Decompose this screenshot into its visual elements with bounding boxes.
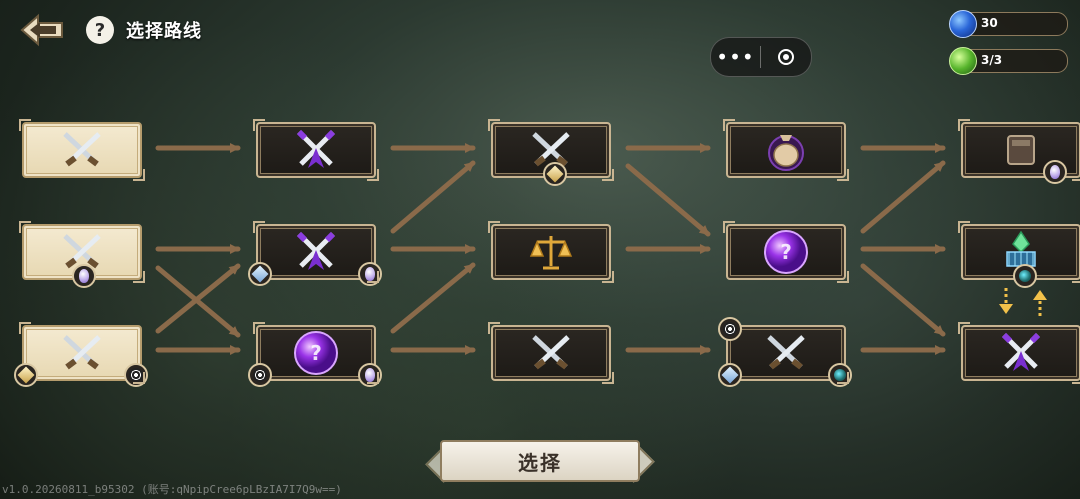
capsule-divider xyxy=(760,46,761,68)
money-bag-icon xyxy=(768,135,804,171)
route-node-c3r1[interactable]: ? xyxy=(723,221,849,283)
blue-gem-icon xyxy=(949,10,977,38)
target-icon xyxy=(124,363,148,387)
purple-swords-icon xyxy=(296,231,336,270)
mystery-orb-icon: ? xyxy=(764,230,808,274)
crossed-swords-icon xyxy=(63,132,101,167)
gem-count: 30 xyxy=(981,16,998,30)
stamina-count: 3/3 xyxy=(981,53,1003,67)
route-node-c3r2[interactable] xyxy=(718,317,852,387)
close-button[interactable] xyxy=(761,49,810,65)
route-node-c3r0[interactable] xyxy=(723,119,849,181)
route-node-c1r1[interactable] xyxy=(248,221,382,286)
page-title: 选择路线 xyxy=(126,21,202,42)
route-node-c2r2[interactable] xyxy=(488,322,614,384)
mini-program-capsule: ••• xyxy=(710,37,812,77)
route-node-c2r1[interactable] xyxy=(488,221,614,283)
egg-icon xyxy=(358,363,382,387)
globe-icon xyxy=(1013,264,1037,288)
egg-icon xyxy=(358,262,382,286)
route-node-c1r0[interactable] xyxy=(253,119,379,181)
select-button[interactable]: 选择 xyxy=(440,440,640,482)
scales-icon xyxy=(529,236,573,270)
crossed-swords-icon xyxy=(532,132,570,167)
target-icon xyxy=(248,363,272,387)
gem-counter: 30 xyxy=(949,10,1068,38)
egg-icon xyxy=(72,264,96,288)
purple-swords-icon xyxy=(1001,332,1041,371)
egg-icon xyxy=(1043,160,1067,184)
crystal-icon xyxy=(718,363,742,387)
globe-icon xyxy=(828,363,852,387)
gold-crystal-icon xyxy=(14,363,38,387)
help-button[interactable]: ? xyxy=(86,16,114,44)
purple-swords-icon xyxy=(296,129,336,168)
version-text: v1.0.20260811_b95302 (账号:qNpipCree6pLBzI… xyxy=(2,483,342,496)
more-button[interactable]: ••• xyxy=(716,45,755,69)
route-node-c1r2[interactable]: ? xyxy=(248,322,382,387)
crossed-swords-icon xyxy=(63,234,101,269)
crystal-icon xyxy=(248,262,272,286)
treasure-chest-icon xyxy=(1007,135,1035,165)
stamina-counter: 3/3 xyxy=(949,47,1068,75)
route-node-c4r2[interactable] xyxy=(958,322,1080,384)
route-node-c2r0[interactable] xyxy=(488,119,614,186)
svg-text:?: ? xyxy=(780,240,792,264)
crossed-swords-icon xyxy=(532,335,570,370)
back-arrow-icon[interactable] xyxy=(18,12,66,48)
route-node-c0r1[interactable] xyxy=(19,221,145,288)
svg-text:?: ? xyxy=(310,341,322,365)
mystery-orb-icon: ? xyxy=(294,331,338,375)
crossed-swords-icon xyxy=(767,335,805,370)
close-icon xyxy=(777,49,794,65)
gold-crystal-icon xyxy=(543,162,567,186)
green-leaf-icon xyxy=(949,47,977,75)
swap-route-icon[interactable] xyxy=(996,286,1050,318)
route-node-c0r0[interactable] xyxy=(19,119,145,181)
crossed-swords-icon xyxy=(63,335,101,370)
route-node-c0r2[interactable] xyxy=(14,322,148,387)
route-node-c4r0[interactable] xyxy=(958,119,1080,184)
target-icon xyxy=(718,317,742,341)
route-node-c4r1[interactable] xyxy=(958,221,1080,288)
